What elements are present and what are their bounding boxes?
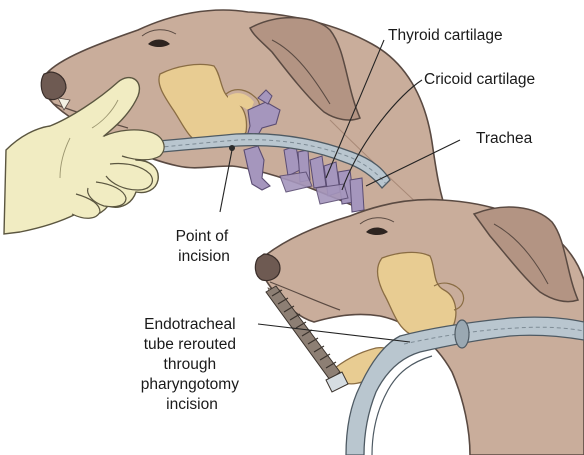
label-trachea: Trachea [476,130,533,147]
label-endotracheal-tube: Endotracheal tube rerouted through phary… [141,316,244,413]
label-cricoid-cartilage: Cricoid cartilage [424,71,535,88]
label-thyroid-cartilage: Thyroid cartilage [388,27,503,44]
label-point-of-incision: Point of incision [176,228,233,265]
pharyngotomy-exit [455,320,469,348]
leader-endotracheal [258,324,410,342]
bottom-dog-head [255,200,584,455]
